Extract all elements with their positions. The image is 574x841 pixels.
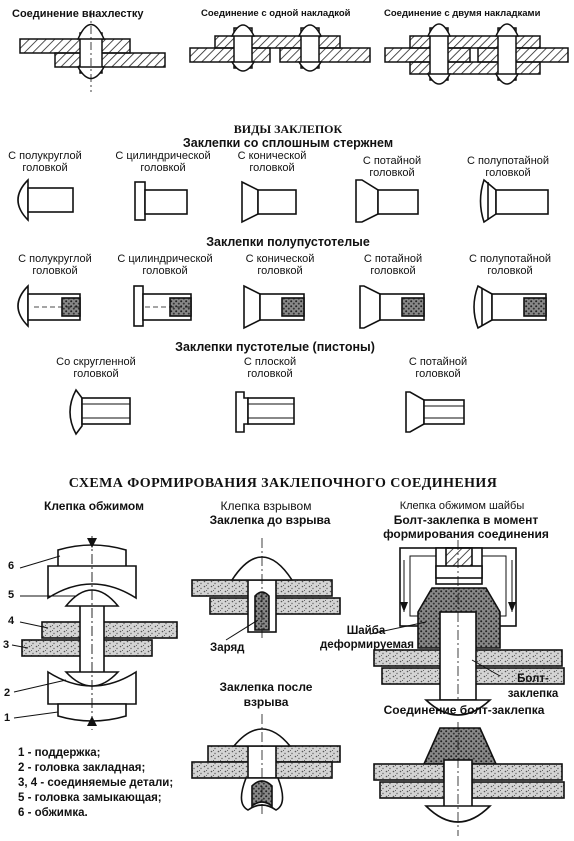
bolt-rivet-forming-diagram: [369, 540, 565, 716]
semi-hollow-rivet-round-head-drawing: [17, 284, 81, 328]
washer-crimping-title: Клепка обжимом шайбы: [399, 500, 525, 512]
joint-single-strap-label: Соединение с одной накладкой: [201, 8, 351, 19]
semi-hollow-rivet-semi-countersunk-label: С полупотайной головкой: [468, 253, 552, 277]
legend-item: 3, 4 - соединяемые детали;: [18, 777, 174, 789]
callout-1: 1: [4, 712, 11, 724]
legend-item: 1 - поддержка;: [18, 747, 101, 759]
hollow-rivets-heading: Заклепки пустотелые (пистоны): [175, 340, 375, 354]
rivet-types-title: ВИДЫ ЗАКЛЕПОК: [233, 122, 343, 136]
solid-rivet-conical-head-drawing: [241, 180, 297, 224]
solid-rivets-heading: Заклепки со сплошным стержнем: [182, 136, 394, 150]
callout-6: 6: [8, 560, 15, 572]
callout-2: 2: [4, 687, 11, 699]
crimp-riveting-title: Клепка обжимом: [44, 499, 144, 513]
joint-lap-diagram: [19, 10, 166, 92]
joint-lap-label: Соединение внахлестку: [12, 8, 144, 20]
solid-rivet-conical-label: С конической головкой: [237, 150, 307, 174]
bolt-rivet-forming-title: Болт-заклепка в момент формирования соед…: [383, 513, 549, 541]
explosive-rivet-before-diagram: [191, 538, 341, 641]
rivet-after-explosion-title: Заклепка после взрыва: [219, 680, 313, 709]
solid-rivet-cylindrical-head-drawing: [134, 181, 188, 221]
solid-rivet-cylindrical-label: С цилиндрической головкой: [115, 150, 211, 174]
solid-rivet-countersunk-head-drawing: [355, 179, 419, 223]
solid-rivet-countersunk-label: С потайной головкой: [362, 155, 422, 179]
hollow-rivet-flat-label: С плоской головкой: [243, 356, 297, 380]
solid-rivet-round-head-drawing: [17, 178, 74, 222]
callout-3: 3: [3, 639, 10, 651]
crimp-riveting-diagram: [11, 536, 178, 730]
bolt-rivet-joint-diagram: [373, 722, 565, 836]
explosive-rivet-after-diagram: [191, 714, 341, 816]
bolt-rivet-label: Болт-заклепка: [507, 673, 559, 700]
charge-label: Заряд: [210, 642, 245, 654]
callout-5: 5: [8, 589, 15, 601]
hollow-rivet-countersunk-label: С потайной головкой: [408, 356, 468, 380]
semi-hollow-rivet-cylindrical-head-drawing: [133, 285, 192, 327]
scheme-title: СХЕМА ФОРМИРОВАНИЯ ЗАКЛЕПОЧНОГО СОЕДИНЕН…: [68, 476, 498, 491]
semi-hollow-rivet-conical-head-drawing: [243, 284, 305, 330]
semi-hollow-rivet-countersunk-head-drawing: [359, 285, 425, 329]
semi-hollow-rivet-round-label: С полукруглой головкой: [18, 253, 92, 277]
joint-double-strap-label: Соединение с двумя накладками: [384, 8, 541, 19]
solid-rivet-semi-countersunk-head-drawing: [479, 178, 549, 224]
semi-hollow-rivet-cylindrical-label: С цилиндрической головкой: [117, 253, 213, 277]
legend: 1 - поддержка; 2 - головка закладная; 3,…: [18, 746, 173, 821]
semi-hollow-rivet-semi-countersunk-head-drawing: [473, 284, 547, 330]
semi-hollow-rivets-heading: Заклепки полупустотелые: [206, 235, 370, 249]
hollow-rivet-countersunk-head-drawing: [405, 391, 465, 433]
solid-rivet-round-label: С полукруглой головкой: [8, 150, 82, 174]
deformed-washer-label: Шайба деформируемая: [320, 625, 414, 651]
hollow-rivet-rounded-head-drawing: [69, 388, 131, 436]
semi-hollow-rivet-conical-label: С конической головкой: [245, 253, 315, 277]
legend-item: 2 - головка закладная;: [18, 762, 146, 774]
joint-single-strap-diagram: [189, 24, 371, 72]
callout-4: 4: [8, 615, 15, 627]
joint-double-strap-diagram: [384, 23, 569, 85]
hollow-rivet-rounded-label: Со скругленной головкой: [56, 356, 136, 380]
explosion-riveting-title: Клепка взрывом: [220, 499, 312, 513]
bolt-rivet-joint-title: Соединение болт-заклепка: [383, 703, 545, 717]
rivet-before-explosion-title: Заклепка до взрыва: [209, 513, 331, 527]
solid-rivet-semi-countersunk-label: С полупотайной головкой: [466, 155, 550, 179]
legend-item: 6 - обжимка.: [18, 807, 88, 819]
semi-hollow-rivet-countersunk-label: С потайной головкой: [363, 253, 423, 277]
hollow-rivet-flat-head-drawing: [235, 391, 295, 433]
legend-item: 5 - головка замыкающая;: [18, 792, 162, 804]
